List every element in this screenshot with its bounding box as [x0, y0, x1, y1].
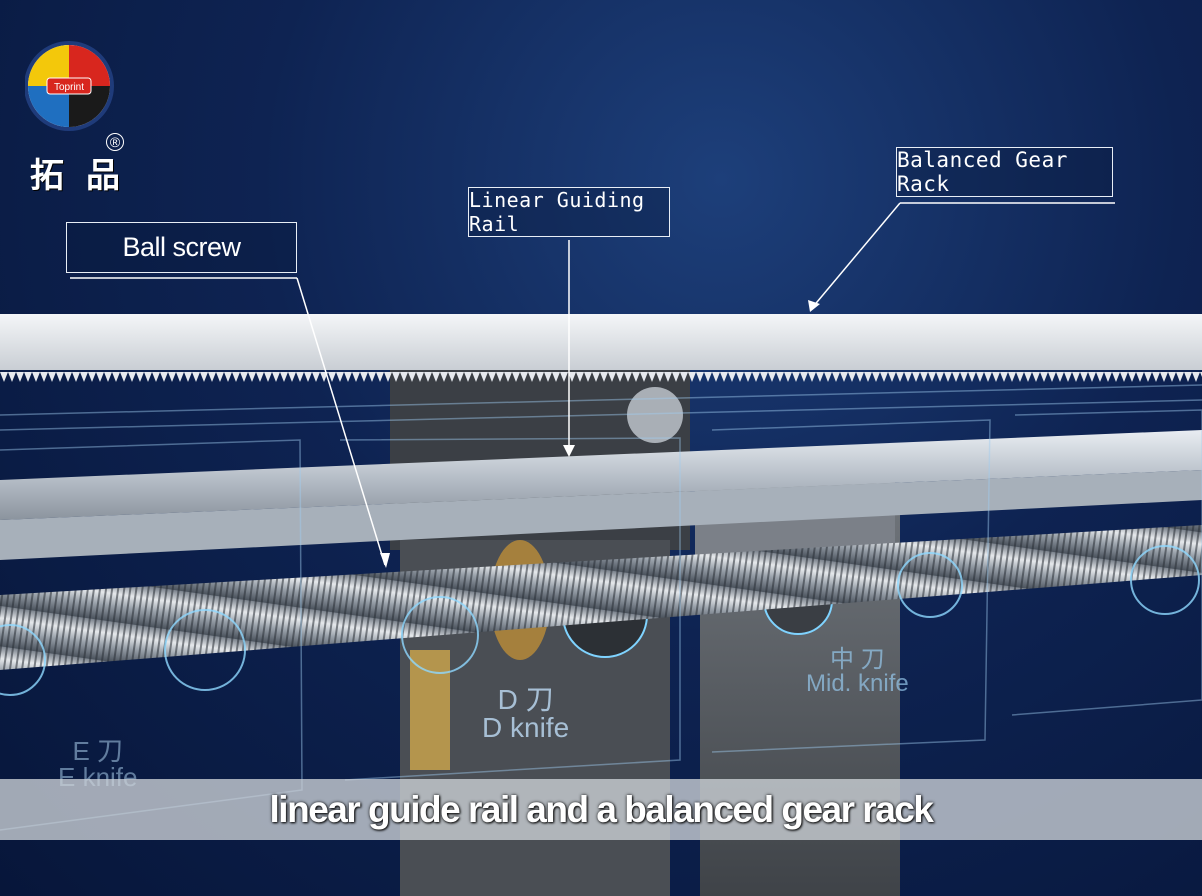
gear-rack: [0, 314, 1202, 370]
ball-screw-callout: Ball screw: [66, 222, 297, 273]
rack-arrow: [808, 300, 820, 312]
gear-rack-teeth: [0, 370, 1202, 382]
subtitle-bar: linear guide rail and a balanced gear ra…: [0, 779, 1202, 840]
mid-knife-cn: 中 刀: [830, 646, 885, 673]
mid-knife-label: 中 刀 Mid. knife: [806, 648, 909, 696]
d-knife-en: D knife: [482, 712, 570, 743]
logo-ring-text: Toprint: [54, 82, 84, 93]
mid-knife-en: Mid. knife: [806, 670, 909, 697]
holo-panels: [0, 384, 1202, 831]
toprint-logo: Toprint: [24, 30, 115, 151]
pinion-gear: [627, 387, 683, 443]
subtitle-text: linear guide rail and a balanced gear ra…: [269, 788, 934, 830]
ball-screw-arrow: [380, 553, 390, 568]
rail-arrow: [563, 445, 575, 457]
registered-mark: ®: [106, 133, 124, 151]
logo-chinese-name: 拓品: [30, 156, 142, 196]
logo-emblem: Toprint: [24, 41, 114, 131]
ball-screw: [0, 525, 1202, 670]
holo-circles: [0, 545, 1200, 696]
d-knife-cn: D 刀: [497, 684, 554, 715]
gear-rack-callout: Balanced Gear Rack: [896, 147, 1113, 197]
brass-block: [410, 650, 450, 770]
d-knife-label: D 刀 D knife: [482, 686, 569, 742]
linear-rail-side: [0, 470, 1202, 560]
linear-rail-callout: Linear Guiding Rail: [468, 187, 670, 237]
callout-leaders: [70, 202, 1115, 566]
linear-rail-top: [0, 430, 1202, 520]
e-knife-cn: E 刀: [72, 736, 124, 766]
